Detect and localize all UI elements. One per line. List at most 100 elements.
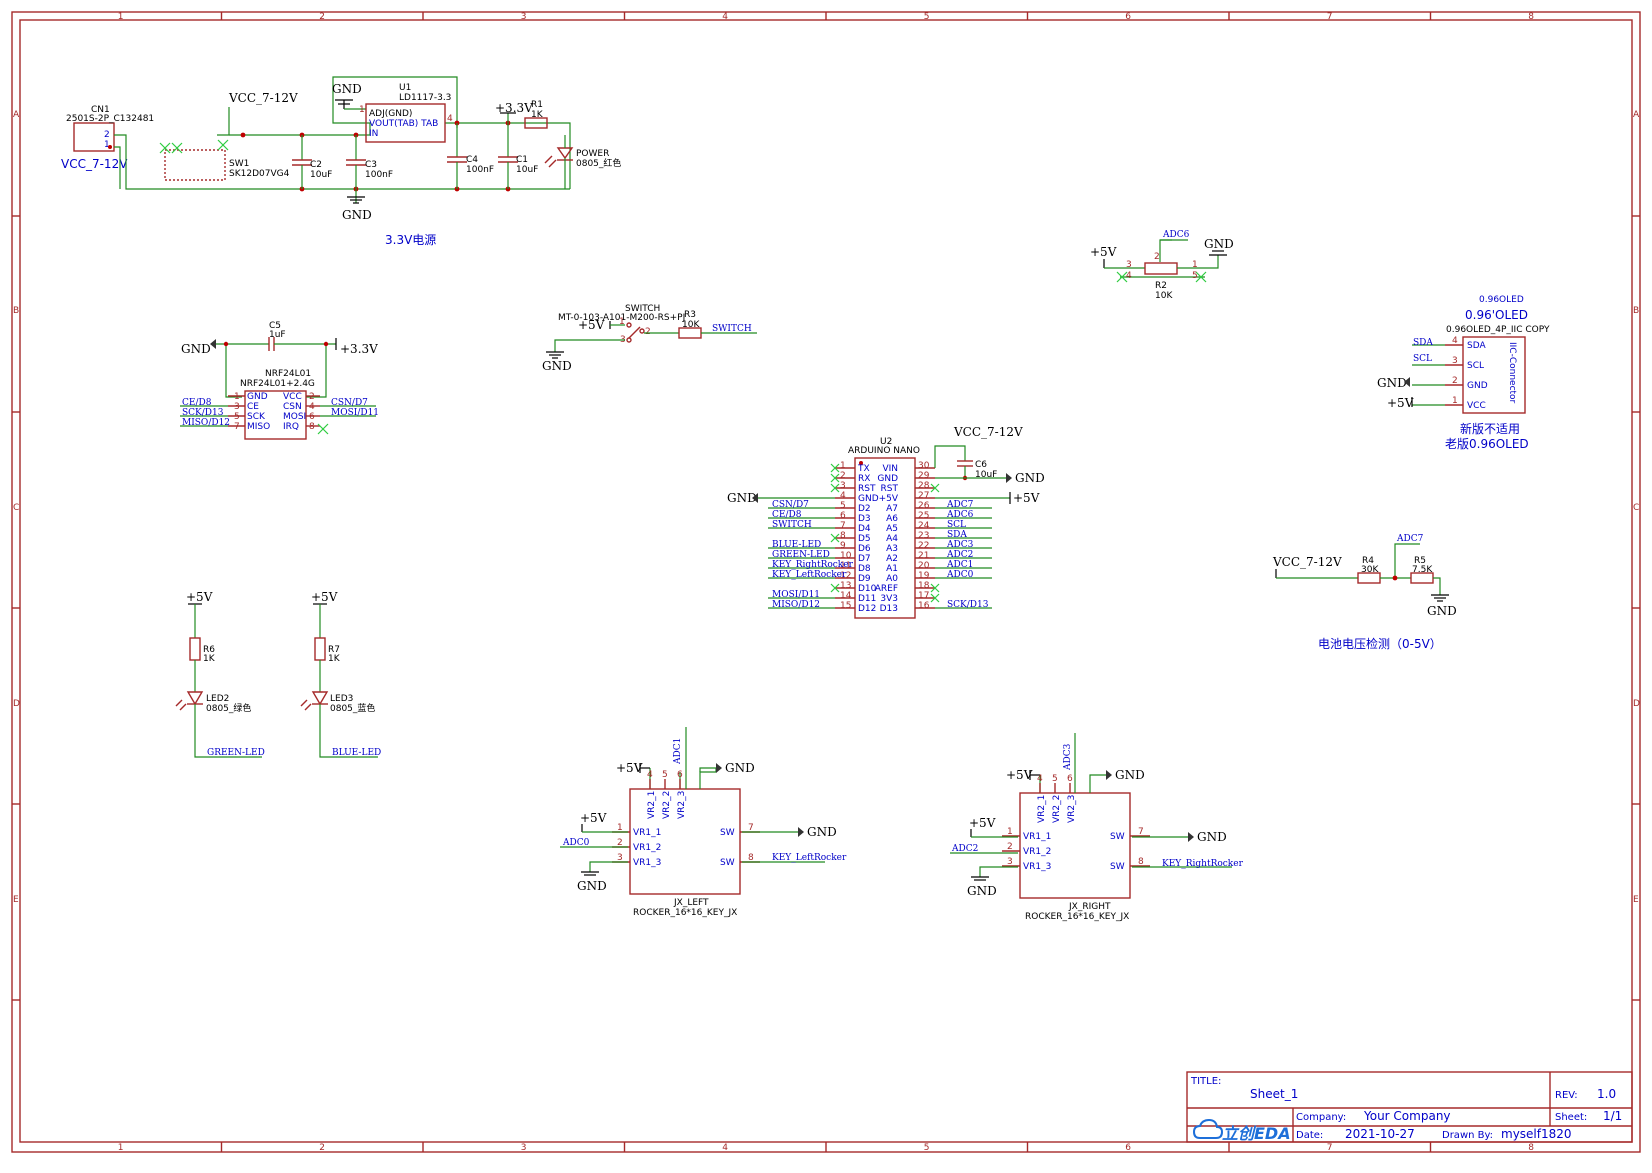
frame-col-label-bottom: 3: [521, 1143, 527, 1153]
jxl-plus5v-left: +5V: [580, 811, 607, 825]
u1-pin1: 1: [359, 105, 365, 115]
nrf-pin-left: MISO: [247, 422, 270, 432]
oled-sda-net: SDA: [1413, 338, 1433, 348]
jxr-plus5v-left: +5V: [969, 816, 996, 830]
v33-label: +3.3V: [495, 101, 533, 115]
frame-col-label-top: 7: [1327, 12, 1333, 22]
r5-ref: R5: [1414, 556, 1426, 566]
nano-pin-right-num: 17: [918, 591, 929, 601]
nano-ref: U2: [880, 437, 892, 447]
nrf-pin-left: GND: [247, 392, 268, 402]
power-led: [544, 135, 574, 189]
nano-pin-left-num: 6: [840, 511, 846, 521]
frame-col-label-top: 2: [319, 12, 325, 22]
nano-pin-right: 3V3: [880, 594, 898, 604]
nrf-net-left: SCK/D13: [182, 408, 224, 418]
r6-resistor: [189, 637, 201, 661]
led2-plus5v: +5V: [186, 590, 213, 604]
nano-pin-right-num: 18: [918, 581, 930, 591]
nano-pin-left: D3: [858, 514, 871, 524]
nano-pin-right-num: 28: [918, 481, 930, 491]
jxl-adc1-net: ADC1: [673, 738, 683, 765]
r1-ref: R1: [531, 100, 543, 110]
nrf-pin-right-num: 6: [309, 412, 315, 422]
frame-col-label-top: 6: [1125, 12, 1131, 22]
tb-title-label: TITLE:: [1190, 1076, 1221, 1087]
oled-pin: VCC: [1467, 401, 1486, 411]
frame-col-label-top: 1: [118, 12, 124, 22]
nano-pin-right-num: 29: [918, 471, 930, 481]
nano-pin-left: D11: [858, 594, 876, 604]
nrf-pin-right-num: 8: [309, 422, 315, 432]
tb-rev: 1.0: [1597, 1087, 1616, 1101]
u1-vout-pin: VOUT(TAB) TAB: [369, 119, 438, 129]
lceda-logo: 立创EDA: [1192, 1118, 1291, 1143]
c6-val: 10uF: [975, 470, 997, 480]
nano-pin-right: VIN: [882, 464, 898, 474]
jx_left-top-pin: VR2_1: [647, 791, 657, 819]
nano-net-left: KEY_RightRocker: [772, 560, 854, 570]
jxl-gnd-right: GND: [807, 825, 837, 839]
u1-adj-pin: ADJ(GND): [369, 109, 412, 119]
nano-pin-left-num: 1: [840, 461, 846, 471]
jx_left-left-pin: VR1_1: [633, 828, 661, 838]
nano-pin-right: A2: [886, 554, 898, 564]
jx_left-top-pin-num: 4: [647, 770, 653, 780]
jx_right-top-pin: VR2_3: [1067, 795, 1077, 823]
nano-pin-left: D8: [858, 564, 871, 574]
jxr-gnd-left: GND: [967, 884, 997, 898]
nano-pin-right-num: 23: [918, 531, 929, 541]
nano-pin-right-num: 21: [918, 551, 929, 561]
jx_right-top-pin-num: 4: [1037, 774, 1043, 784]
r5-val: 7.5K: [1412, 565, 1433, 575]
oled-plus5v: +5V: [1387, 396, 1414, 410]
tb-drawn: myself1820: [1501, 1127, 1572, 1141]
jxr-adc3-net: ADC3: [1063, 743, 1073, 771]
tb-sheet: 1/1: [1603, 1109, 1622, 1123]
title-block: TITLE: Sheet_1 REV: 1.0 Company: Your Co…: [1186, 1071, 1633, 1143]
r7-val: 1K: [328, 654, 341, 664]
led3-val: 0805_蓝色: [330, 702, 375, 714]
r2-pin5: 5: [1192, 271, 1198, 281]
nrf-pin-left-num: 3: [234, 402, 240, 412]
r2-val: 10K: [1155, 291, 1173, 301]
nano-net-left: BLUE-LED: [772, 540, 821, 550]
c6-ref: C6: [975, 460, 987, 470]
nano-pin-left-num: 9: [840, 541, 846, 551]
nano-net-left: MOSI/D11: [772, 590, 820, 600]
led2-net: GREEN-LED: [207, 748, 265, 758]
nano-pin-left: D5: [858, 534, 871, 544]
r1-resistor: [524, 117, 548, 129]
nrf-pin-right: IRQ: [283, 422, 299, 432]
jxl-gnd-left: GND: [577, 879, 607, 893]
nano-pin-left: RST: [858, 484, 876, 494]
nano-net-left: KEY_LeftRocker: [772, 570, 847, 580]
nano-pin-left: D2: [858, 504, 871, 514]
nano-net-right: ADC6: [946, 510, 974, 520]
nrf-pin-right: VCC: [283, 392, 302, 402]
jx_left-top-pin-num: 6: [677, 770, 683, 780]
gnd-bottom-label: GND: [342, 208, 372, 222]
frame-row-label-left: C: [13, 503, 19, 513]
switch-net: SWITCH: [712, 324, 752, 334]
nano-pin-right: A5: [886, 524, 898, 534]
r2-adc6-net: ADC6: [1162, 230, 1190, 240]
jxr-part: ROCKER_16*16_KEY_JX: [1025, 912, 1129, 922]
jx_right-left-pin: VR1_3: [1023, 862, 1051, 872]
c5-ref: C5: [269, 321, 281, 331]
jx_right-left-pin: VR1_2: [1023, 847, 1051, 857]
r2-pin4: 4: [1126, 271, 1132, 281]
nano-net-right: ADC3: [946, 540, 974, 550]
nrf-net-left: CE/D8: [182, 398, 212, 408]
tb-rev-label: REV:: [1555, 1090, 1578, 1101]
nano-pin-left: D7: [858, 554, 871, 564]
led2-section: +5V R6 1K LED2 0805_绿色 GREEN-LED: [175, 590, 265, 758]
nrf-pin-right: MOSI: [283, 412, 306, 422]
nano-pin-right-num: 25: [918, 511, 929, 521]
jx_right-right-pin: SW: [1110, 832, 1125, 842]
nano-plus5v: +5V: [1013, 491, 1040, 505]
battery-title: 电池电压检测（0-5V）: [1318, 636, 1442, 651]
frame-row-label-left: A: [13, 110, 20, 120]
nano-pin-right-num: 16: [918, 601, 930, 611]
nano-pin-right: A7: [886, 504, 898, 514]
